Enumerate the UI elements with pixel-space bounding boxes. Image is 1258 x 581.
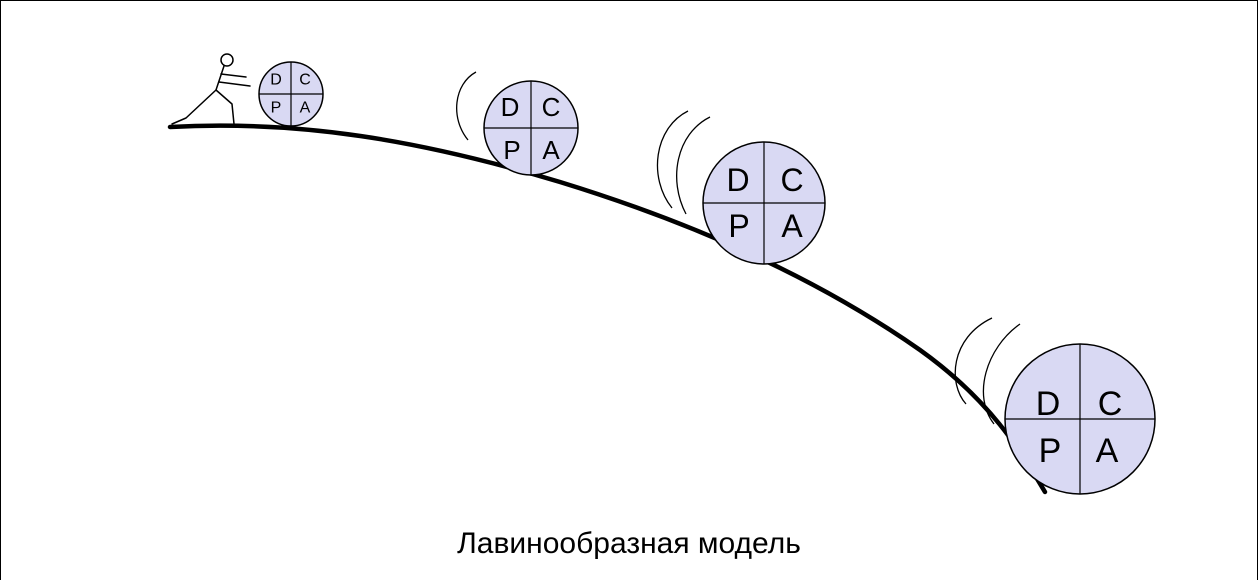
quadrant-label-a: A xyxy=(542,135,560,165)
pdca-wheel-xlarge: D C P A xyxy=(1004,343,1156,495)
quadrant-label-p: P xyxy=(728,208,749,244)
quadrant-label-d: D xyxy=(726,162,749,198)
quadrant-label-c: C xyxy=(299,72,311,89)
quadrant-label-p: P xyxy=(1039,432,1062,470)
quadrant-label-d: D xyxy=(501,92,520,122)
stick-figure-pushing xyxy=(171,53,251,125)
quadrant-label-p: P xyxy=(271,100,282,117)
quadrant-label-a: A xyxy=(1096,432,1119,470)
pdca-wheel-small: D C P A xyxy=(258,61,324,127)
pdca-wheel-medium: D C P A xyxy=(483,80,579,176)
quadrant-label-d: D xyxy=(1036,385,1061,423)
motion-lines xyxy=(456,71,1021,425)
quadrant-label-a: A xyxy=(300,100,311,117)
pdca-wheel-large: D C P A xyxy=(702,141,826,265)
hill-slope xyxy=(167,123,1048,495)
quadrant-label-c: C xyxy=(542,92,561,122)
quadrant-label-a: A xyxy=(781,208,803,244)
quadrant-label-c: C xyxy=(780,162,803,198)
quadrant-label-d: D xyxy=(270,72,282,89)
quadrant-label-p: P xyxy=(503,135,520,165)
diagram-caption: Лавинообразная модель xyxy=(457,527,801,560)
quadrant-label-c: C xyxy=(1098,385,1123,423)
